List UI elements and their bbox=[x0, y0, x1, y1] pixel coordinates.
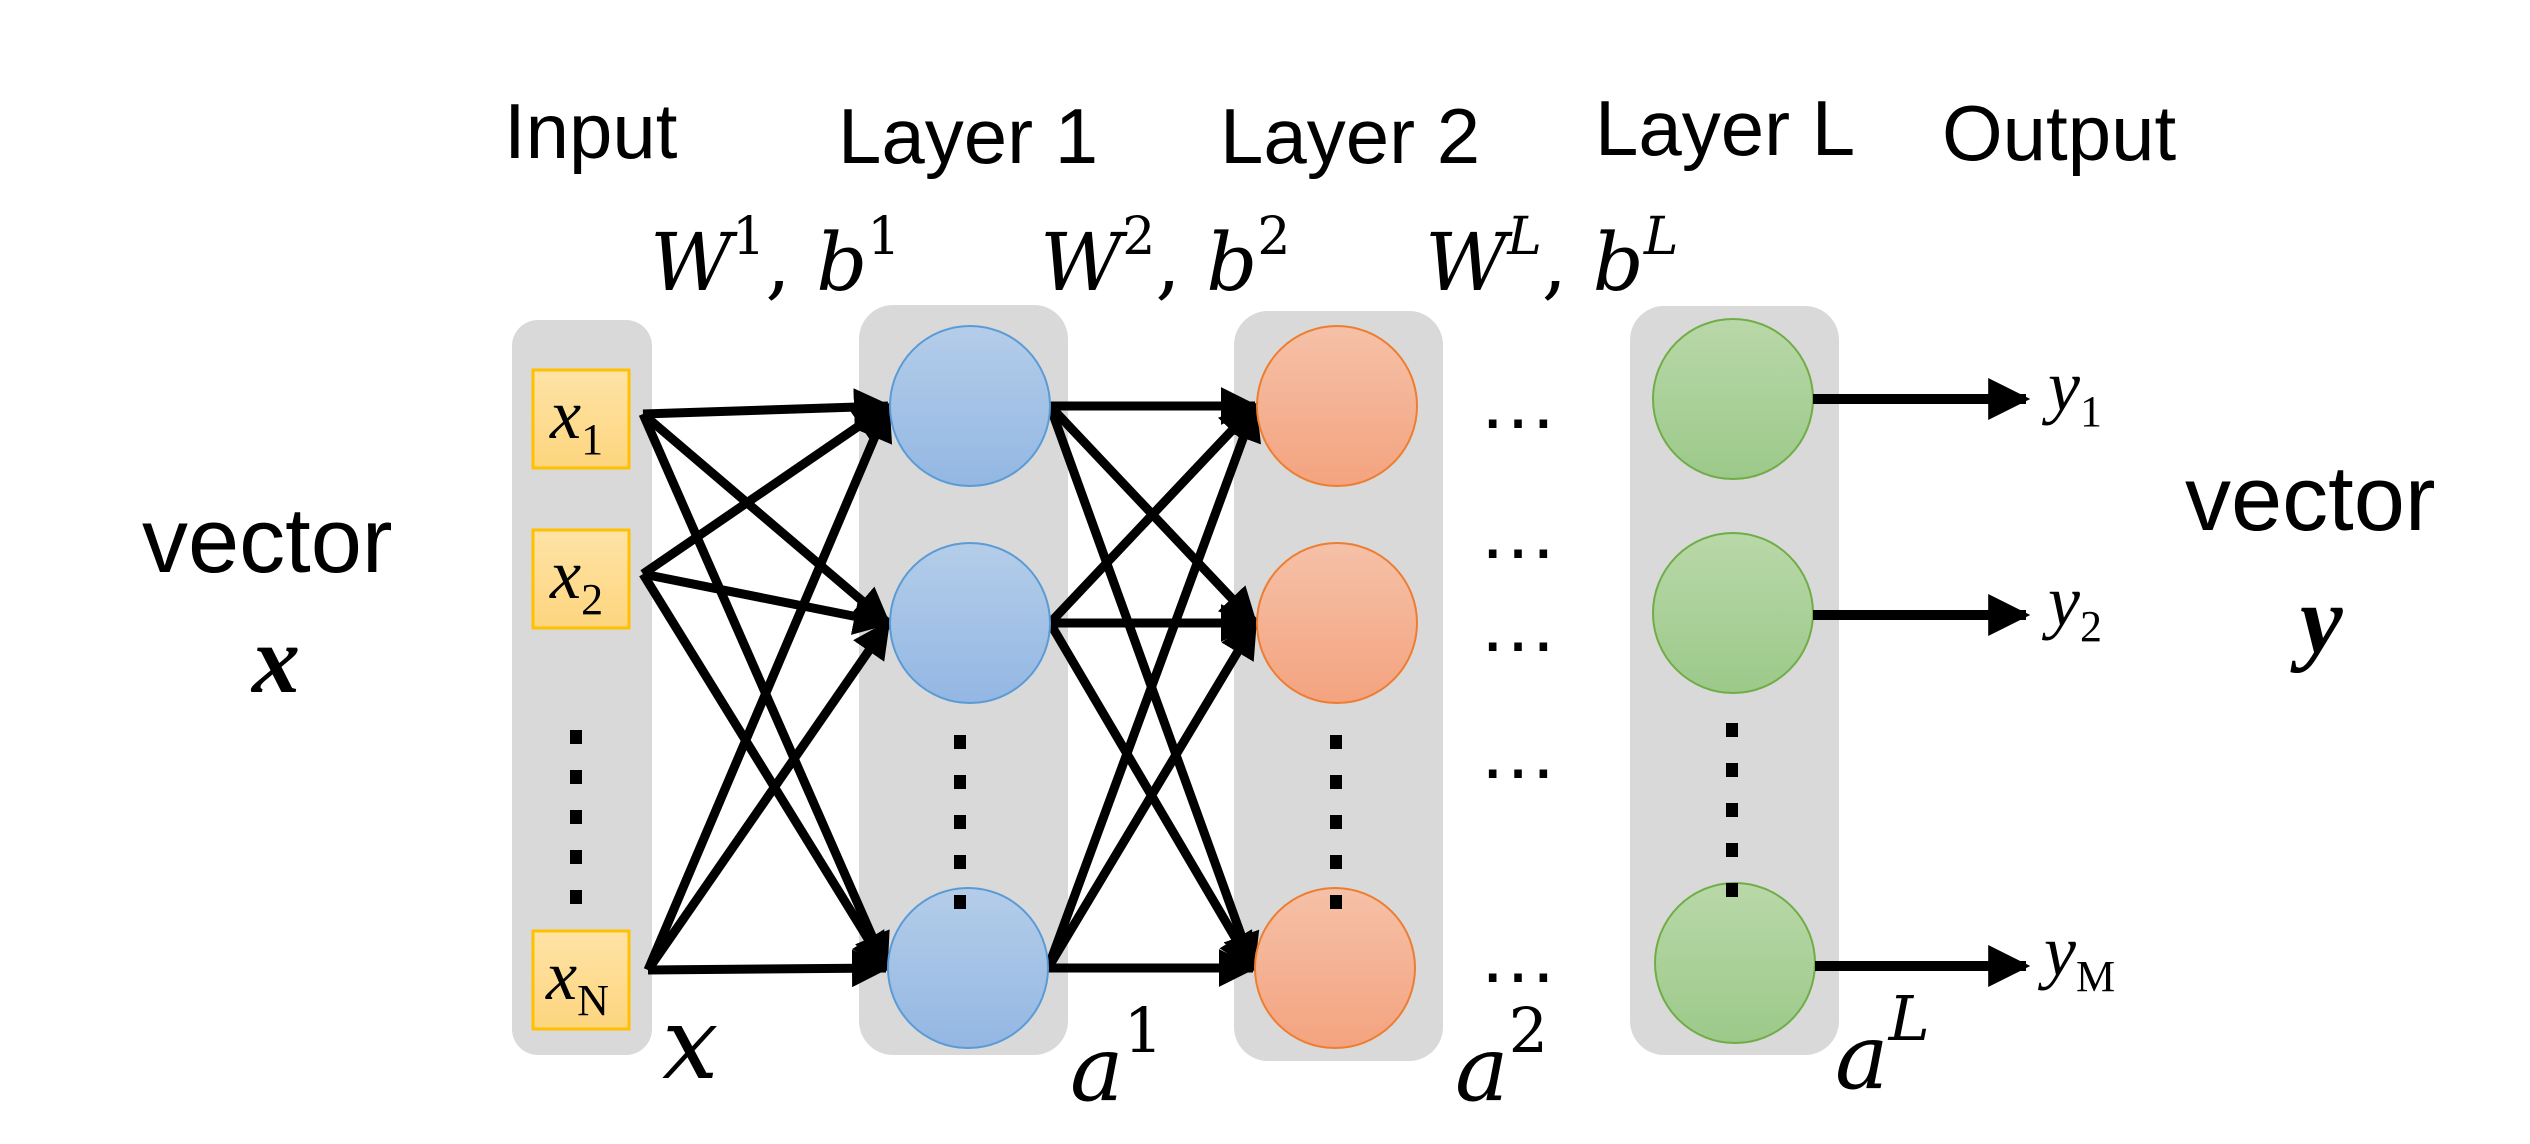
ellipsis-5: … bbox=[1478, 910, 1558, 999]
svg-text:x1: x1 bbox=[549, 377, 603, 464]
svg-text:W1, b1: W1, b1 bbox=[650, 207, 901, 309]
layer2-neuron-n bbox=[1254, 887, 1416, 1049]
input-node-1: x1 bbox=[531, 368, 631, 470]
header-input: Input bbox=[504, 87, 678, 175]
layer2-neuron-2 bbox=[1256, 542, 1418, 704]
layerL-neuron-m bbox=[1654, 882, 1816, 1044]
horizontal-ellipses: … … … … … bbox=[1478, 356, 1558, 999]
header-layerL: Layer L bbox=[1595, 84, 1855, 172]
layer2-vertical-dot bbox=[1330, 775, 1342, 789]
layerL-vertical-dot bbox=[1726, 763, 1738, 777]
input-to-layer1-edge-1-1 bbox=[642, 388, 892, 427]
layerL-vertical-dot bbox=[1726, 723, 1738, 737]
params-layerL: WL, bL bbox=[1425, 207, 1678, 309]
ellipsis-2: … bbox=[1478, 486, 1558, 575]
input-vertical-dot bbox=[570, 850, 582, 864]
input-column bbox=[512, 320, 652, 1055]
layerL-neuron-2 bbox=[1652, 532, 1814, 694]
input-to-layer1-edge-2-1 bbox=[640, 402, 892, 578]
layer1-vertical-dot bbox=[954, 895, 966, 909]
input-node-2: x2 bbox=[531, 528, 631, 630]
left-vector-word: vector bbox=[142, 490, 393, 592]
header-layer2: Layer 2 bbox=[1220, 92, 1480, 180]
layer1-neuron-n bbox=[887, 887, 1049, 1049]
layer2-vertical-dot bbox=[1330, 735, 1342, 749]
layer2-vertical-dot bbox=[1330, 855, 1342, 869]
params-layer1: W1, b1 bbox=[650, 207, 901, 309]
ellipsis-3: … bbox=[1478, 579, 1558, 668]
input-to-layer1-edge-3-2 bbox=[644, 619, 892, 973]
input-vertical-dot bbox=[570, 770, 582, 784]
input-vertical-dot bbox=[570, 810, 582, 824]
svg-text:WL, bL: WL, bL bbox=[1425, 207, 1678, 309]
input-vertical-dot bbox=[570, 890, 582, 904]
layer1-vertical-dot bbox=[954, 735, 966, 749]
activation-a1: a1 bbox=[1070, 994, 1163, 1122]
input-to-layer1-edge-2-3 bbox=[639, 571, 890, 972]
input-to-layer1-edge-3-3 bbox=[647, 949, 890, 988]
right-vector-symbol: y bbox=[2290, 566, 2343, 673]
layerL-vertical-dot bbox=[1726, 883, 1738, 897]
svg-text:xN: xN bbox=[545, 938, 609, 1025]
connections bbox=[638, 387, 1261, 988]
vertical-ellipses bbox=[570, 723, 1738, 909]
header-layer1: Layer 1 bbox=[838, 92, 1098, 180]
layer1-vertical-dot bbox=[954, 855, 966, 869]
layer1-to-layer2-edge-3-1 bbox=[1043, 402, 1261, 970]
input-to-layer1-edge-2-2 bbox=[642, 569, 892, 635]
layerL-neuron-1 bbox=[1652, 318, 1814, 480]
layer1-neuron-1 bbox=[889, 325, 1051, 487]
activation-aL: aL bbox=[1835, 982, 1930, 1110]
input-to-layer1-edge-3-1 bbox=[643, 402, 893, 972]
output-label-2: y2 bbox=[2041, 561, 2102, 651]
svg-text:W2, b2: W2, b2 bbox=[1040, 207, 1291, 309]
layerL-vertical-dot bbox=[1726, 803, 1738, 817]
layer1-to-layer2-edge-2-1 bbox=[1046, 402, 1259, 627]
ellipsis-4: … bbox=[1478, 706, 1558, 795]
layer2-neuron-1 bbox=[1256, 325, 1418, 487]
layer2-vertical-dot bbox=[1330, 895, 1342, 909]
activation-x: x bbox=[662, 985, 718, 1102]
left-vector-symbol: x bbox=[250, 606, 300, 713]
ellipsis-1: … bbox=[1478, 356, 1558, 445]
input-to-layer1-edge-1-2 bbox=[640, 410, 891, 627]
header-output: Output bbox=[1942, 89, 2176, 177]
output-label-1: y1 bbox=[2041, 346, 2102, 436]
layer1-vertical-dot bbox=[954, 775, 966, 789]
activation-a2: a2 bbox=[1455, 994, 1548, 1122]
input-node-n: xN bbox=[531, 929, 631, 1031]
layer1-vertical-dot bbox=[954, 815, 966, 829]
layer1-to-layer2-edge-3-2 bbox=[1044, 619, 1259, 971]
layer1-neuron-2 bbox=[889, 542, 1051, 704]
input-vertical-dot bbox=[570, 730, 582, 744]
layer2-vertical-dot bbox=[1330, 815, 1342, 829]
output-label-m: yM bbox=[2037, 911, 2115, 1001]
right-vector-word: vector bbox=[2185, 448, 2436, 550]
svg-text:x2: x2 bbox=[549, 537, 603, 624]
params-layer2: W2, b2 bbox=[1040, 207, 1291, 309]
layerL-vertical-dot bbox=[1726, 843, 1738, 857]
